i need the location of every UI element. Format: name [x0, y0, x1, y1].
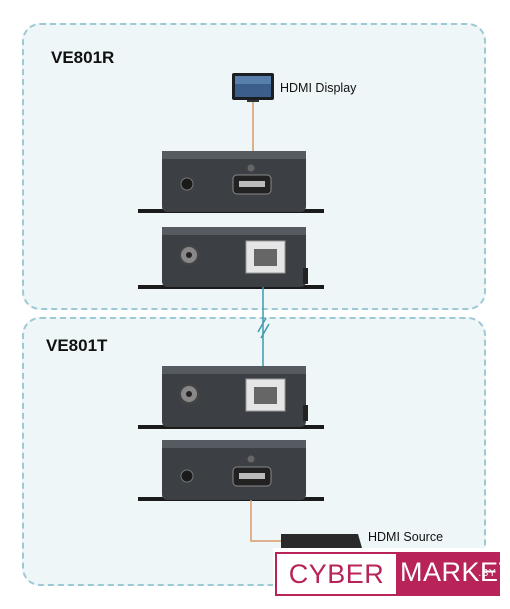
transmitter-rj45-unit — [138, 366, 324, 429]
receiver-hdmi-unit — [138, 151, 324, 213]
receiver-rj45-unit — [138, 227, 324, 289]
player-icon — [281, 534, 362, 548]
display-label: HDMI Display — [280, 81, 357, 95]
logo-market-text: MARKET — [400, 557, 510, 587]
receiver-label: VE801R — [51, 48, 115, 67]
monitor-icon — [232, 73, 274, 102]
cybermarket-logo: CYBER MARKET .BY — [273, 548, 510, 598]
logo-cyber: CYBER — [275, 552, 398, 596]
transmitter-label: VE801T — [46, 336, 108, 355]
logo-market: MARKET .BY — [396, 552, 510, 596]
logo-suffix: .BY — [478, 568, 496, 579]
source-label: HDMI Source — [368, 530, 444, 544]
hdmi-cable-input — [250, 500, 281, 542]
transmitter-hdmi-unit — [138, 440, 324, 501]
audio-port-icon — [180, 177, 194, 191]
